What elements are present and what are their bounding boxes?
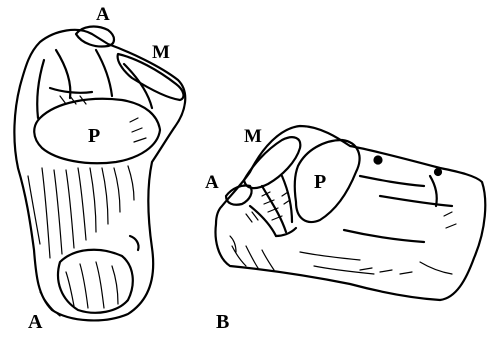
panel-b-caption: B [216,311,229,333]
panel-a-inner-contour-4 [37,60,44,118]
panel-b-body-contour-3 [344,230,424,242]
panel-b-foramen-2 [435,169,441,175]
panel-b-drawing [216,126,486,300]
panel-b-label-posterior: P [314,171,326,193]
panel-a-caption: A [28,311,43,333]
panel-a-drawing [14,27,185,321]
panel-b-label-middle: M [244,126,262,147]
panel-b-bone-outline [216,126,486,300]
panel-b-body-contour-4 [430,176,437,206]
panel-b-anterior-facet [226,185,252,204]
panel-b-lower-hatching [230,212,456,274]
panel-a-inner-contour-2 [96,50,112,96]
panel-b-posterior-facet [295,140,360,222]
panel-b-body-contour-2 [380,196,452,206]
panel-b-body-contour-1 [360,176,424,186]
panel-a-notch [130,236,139,250]
panel-a-tuberosity-hatching [40,262,118,316]
panel-b-label-anterior: A [205,172,219,193]
panel-a-hatching [28,96,146,258]
panel-a-label-posterior: P [88,125,100,147]
panel-b-sinus-contour-2 [282,176,292,222]
panel-a-label-anterior: A [96,4,110,25]
panel-b-foramen-1 [375,157,382,164]
panel-a-label-middle: M [152,42,170,63]
